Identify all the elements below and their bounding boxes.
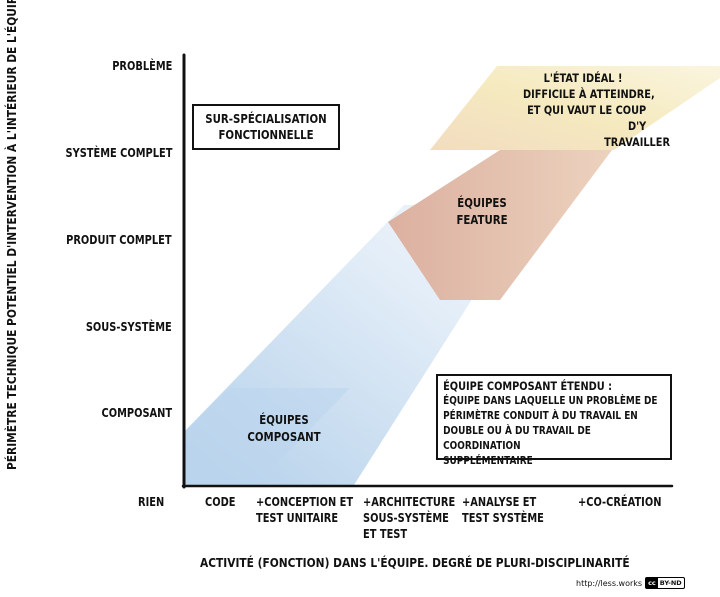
ideal-region — [430, 66, 720, 150]
extended-component-box: Équipe composant étendu : Équipe dans la… — [436, 374, 672, 467]
y-level-produit-complet: Produit complet — [66, 233, 172, 247]
y-level-sous-systeme: Sous-système — [86, 320, 172, 334]
x-level-conception: +Conception et test unitaire — [256, 495, 354, 525]
ideal-note-line-3: et qui vaut le coup d'y — [527, 103, 647, 133]
footer: http://less.works cc BY-ND — [576, 577, 685, 589]
ideal-note-line-1: L'état idéal ! — [543, 71, 623, 85]
y-level-composant: Composant — [101, 406, 172, 420]
x-level-architecture: +Architecture sous-système et test — [363, 495, 456, 541]
x-level-rien: Rien — [138, 495, 165, 509]
y-level-probleme: Problème — [111, 59, 172, 73]
over-specialization-text: Sur-spécialisation fonctionnelle — [205, 112, 327, 142]
license-type: BY-ND — [659, 579, 682, 587]
ideal-note-line-4: travailler — [604, 135, 670, 149]
extended-component-title: Équipe composant étendu : — [443, 379, 613, 393]
x-level-analyse: +Analyse et test système — [462, 495, 544, 525]
feature-teams-region — [388, 150, 612, 300]
footer-url[interactable]: http://less.works — [576, 578, 643, 588]
ideal-note: L'état idéal ! Difficile à atteindre, et… — [509, 70, 670, 150]
component-teams-region-left — [184, 388, 350, 485]
x-axis-title: Activité (fonction) dans l'équipe. Degré… — [200, 555, 630, 570]
over-specialization-box: Sur-spécialisation fonctionnelle — [192, 104, 340, 150]
license-badge: cc BY-ND — [645, 577, 685, 589]
y-level-systeme-complet: Système complet — [65, 146, 172, 160]
component-teams-label: Équipes composant — [247, 413, 321, 444]
x-level-co-creation: +Co-création — [578, 495, 662, 509]
y-axis-title: Périmètre technique potentiel d'interven… — [4, 0, 19, 471]
x-level-code: Code — [205, 495, 236, 509]
extended-component-body: Équipe dans laquelle un problème de péri… — [443, 395, 658, 467]
feature-teams-label: Équipes feature — [456, 196, 508, 227]
ideal-note-line-2: Difficile à atteindre, — [522, 87, 655, 101]
cc-icon: cc — [646, 578, 658, 588]
